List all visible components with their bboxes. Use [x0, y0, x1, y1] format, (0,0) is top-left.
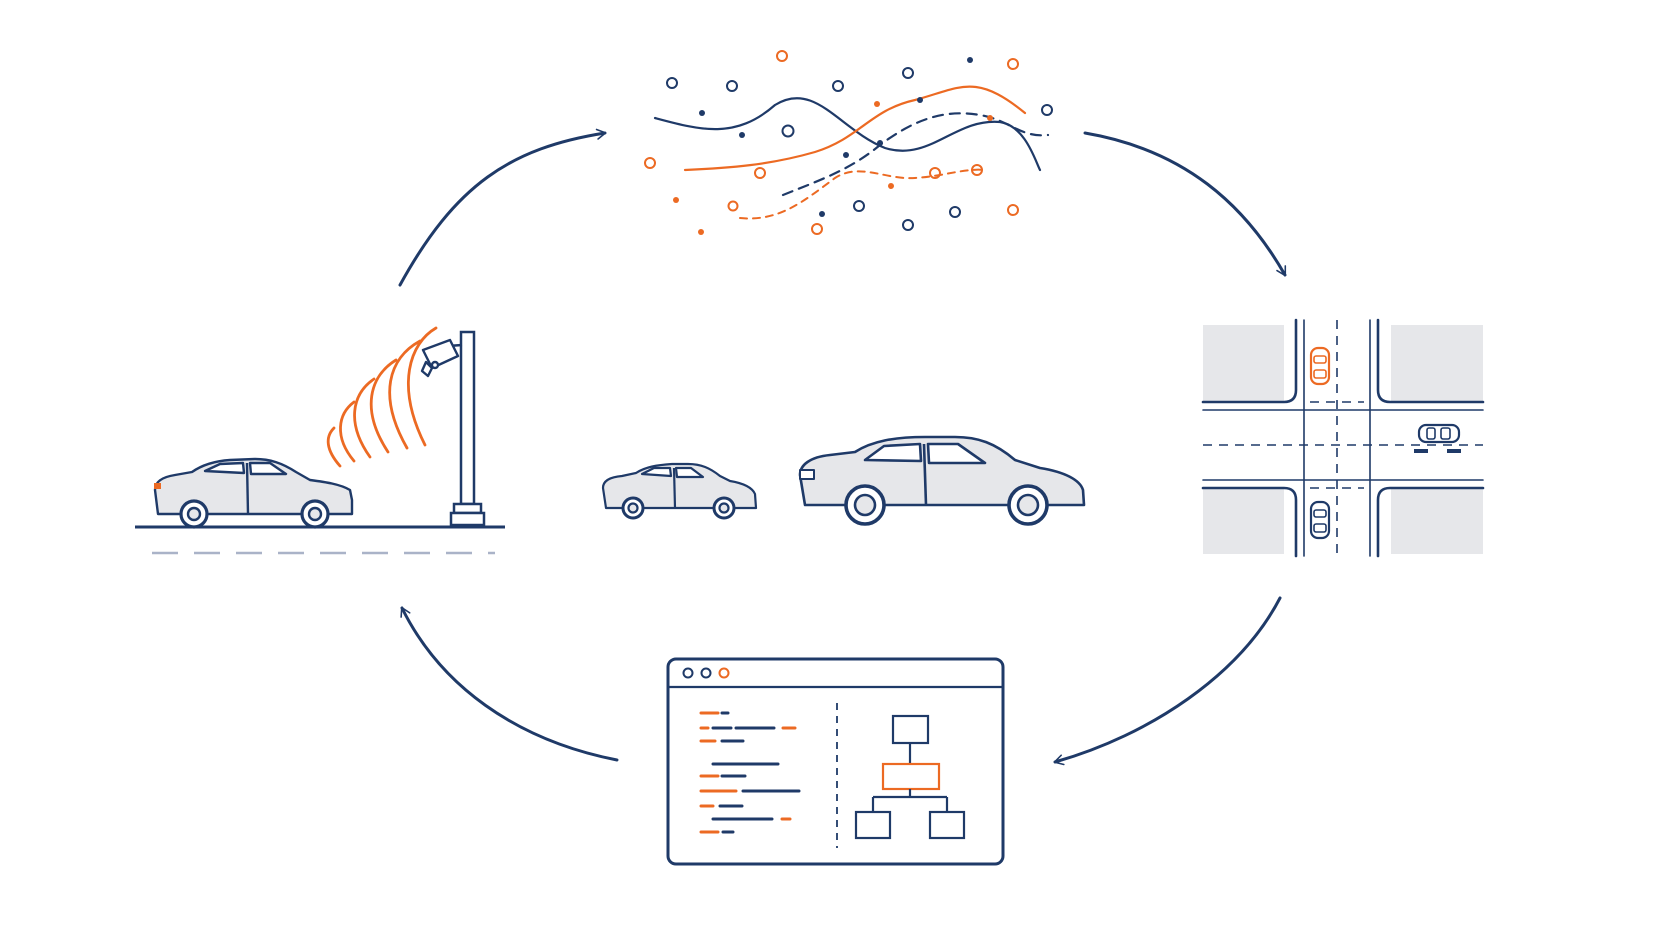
data-points-orange — [644, 50, 1019, 235]
tree-diagram-icon — [854, 714, 966, 840]
orange-dashed-wave — [739, 168, 986, 220]
orange-car-top — [1309, 346, 1331, 386]
navy-dashed-wave — [781, 112, 1050, 197]
small-car-icon — [601, 462, 758, 520]
navy-car-top-bottom — [1309, 500, 1331, 540]
data-points-navy — [666, 67, 1053, 231]
lamp-post-icon — [449, 330, 486, 527]
car-icon — [153, 457, 354, 529]
signal-data-icon — [644, 50, 1053, 235]
cycle-arrows — [398, 128, 1287, 766]
camera-icon — [420, 338, 463, 378]
signal-waves-icon — [326, 326, 438, 468]
car-top-view-icon — [1309, 346, 1461, 540]
window-dots-icon — [682, 667, 730, 679]
intersection-icon — [1201, 318, 1485, 558]
arrow-code-to-sensing — [400, 606, 619, 762]
city-blocks — [1203, 325, 1483, 554]
orange-wave — [683, 85, 1027, 172]
large-car-icon — [798, 435, 1086, 526]
road-edges — [1201, 318, 1485, 558]
arrow-map-to-code — [1053, 596, 1282, 766]
lane-markings — [1203, 320, 1483, 556]
navy-wave-1 — [653, 97, 1042, 172]
sensing-scene — [135, 326, 505, 555]
vehicles-pair — [601, 435, 1086, 526]
arrow-sensing-to-signal — [398, 128, 607, 287]
navy-car-top-right — [1417, 423, 1461, 444]
window-frame — [666, 657, 1005, 866]
code-window-icon — [666, 657, 1005, 866]
data-dots-small — [673, 57, 993, 235]
arrow-signal-to-map — [1083, 131, 1287, 277]
code-lines-icon — [699, 711, 801, 834]
